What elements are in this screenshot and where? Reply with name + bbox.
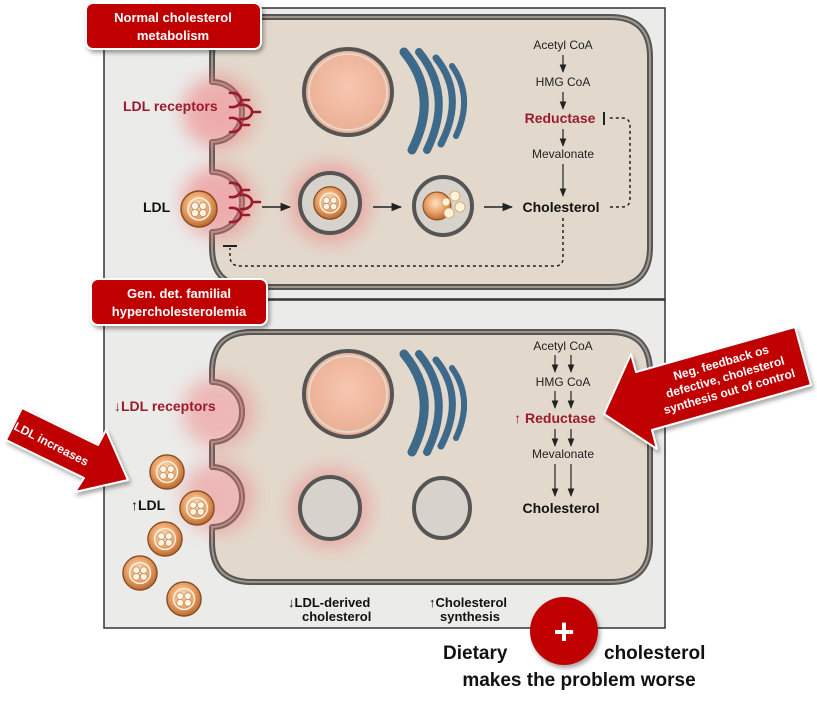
synthesis-caption-line2: synthesis — [440, 609, 500, 624]
cholesterol-word: cholesterol — [604, 643, 705, 664]
panel-normal-label-box — [85, 2, 262, 50]
increased-ldl-label: ↑LDL — [131, 497, 166, 513]
panel-fh-label-box — [90, 278, 268, 326]
panel-normal-label-line1: Normal cholesterol — [114, 10, 232, 25]
pathway-cholesterol: Cholesterol — [522, 199, 599, 215]
panel-fh-label-line1: Gen. det. familial — [127, 286, 231, 301]
pathway-reductase: Reductase — [525, 110, 596, 126]
ldl-label: LDL — [143, 199, 171, 215]
dietary-note: Dietary + cholesterol makes the problem … — [443, 597, 705, 691]
dietary-consequence: makes the problem worse — [462, 670, 695, 691]
plus-icon: + — [553, 611, 574, 652]
nucleus-bottom — [302, 349, 394, 439]
golgi-icon-bottom — [399, 349, 468, 457]
ldl-derived-caption-line1: ↓LDL-derived — [288, 595, 370, 610]
ldl-particle-icon — [166, 581, 202, 617]
endosome-bottom — [298, 475, 362, 541]
pathway-acetyl-coa: Acetyl CoA — [533, 38, 592, 52]
nucleus-top — [302, 47, 394, 137]
pathway-increased-reductase: ↑ Reductase — [514, 410, 596, 426]
dietary-word: Dietary — [443, 643, 508, 664]
ldl-particle-icon — [179, 490, 215, 526]
ldl-particle-icon — [147, 521, 183, 557]
panel-normal: LDL receptors LDL Acetyl CoA — [85, 2, 666, 300]
panel-fh: ↓LDL receptors ↑LDL Acetyl CoA HMG CoA ↑… — [90, 278, 666, 629]
pathway-mevalonate: Mevalonate — [532, 147, 594, 161]
plus-badge — [530, 597, 598, 665]
ldl-derived-caption-line2: cholesterol — [302, 609, 371, 624]
pathway-acetyl-coa: Acetyl CoA — [533, 339, 592, 353]
pathway-hmg-coa: HMG CoA — [536, 375, 591, 389]
golgi-icon-top — [399, 47, 468, 155]
pathway-cholesterol: Cholesterol — [522, 500, 599, 516]
pathway-mevalonate: Mevalonate — [532, 447, 594, 461]
ldl-receptors-label: LDL receptors — [123, 98, 218, 114]
ldl-particle-icon — [313, 186, 347, 220]
lysosome-bottom — [412, 476, 472, 540]
ldl-particle-icon — [149, 454, 185, 490]
feedback-loop-receptors — [229, 218, 564, 267]
panel-normal-label-line2: metabolism — [137, 28, 209, 43]
ldl-particle-icon — [122, 555, 158, 591]
ldl-particle-icon — [180, 190, 218, 228]
reduced-ldl-receptors-label: ↓LDL receptors — [114, 398, 216, 414]
panel-fh-label-line2: hypercholesterolemia — [112, 304, 247, 319]
synthesis-caption-line1: ↑Cholesterol — [429, 595, 507, 610]
pathway-hmg-coa: HMG CoA — [536, 75, 591, 89]
feedback-loop-reductase — [608, 117, 631, 208]
